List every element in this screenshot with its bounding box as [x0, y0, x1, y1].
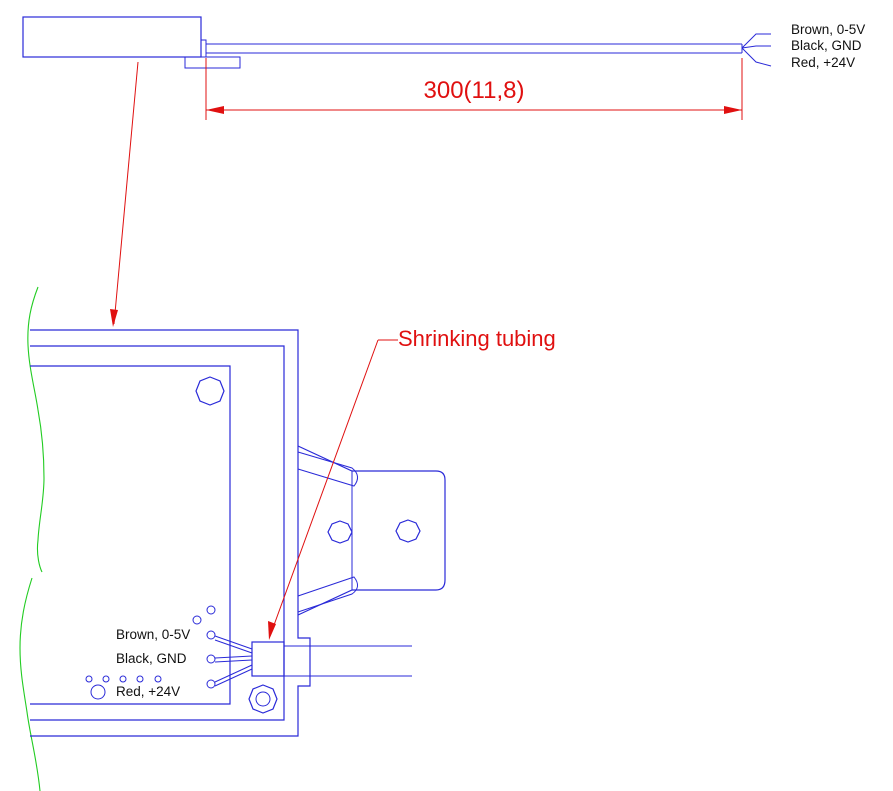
wire-red: [214, 668, 253, 687]
dimension-arrow-right: [724, 106, 742, 114]
leader-line: [113, 61, 139, 325]
bracket-arm-lower: [297, 576, 358, 613]
callout-leader: [269, 339, 379, 637]
wire-label-top: Brown, 0-5V: [791, 22, 865, 37]
housing-frame: [30, 329, 311, 737]
mounting-bracket: [297, 445, 446, 616]
terminal-black: [206, 654, 216, 664]
housing-wall-inner: [30, 345, 285, 721]
sensor-location-leader: [110, 61, 139, 327]
pcb-pad: [102, 675, 110, 683]
wire-red: [214, 664, 253, 683]
wire-label-top: Black, GND: [791, 38, 862, 53]
shrinking-tubing-callout: Shrinking tubing: [268, 326, 556, 640]
bracket-bolt-right: [395, 519, 421, 543]
wire-label-bottom: Black, GND: [116, 651, 187, 666]
wire-black: [214, 655, 253, 659]
break-lines: [19, 286, 45, 791]
sensor-cable-gland: [200, 39, 207, 58]
pcb-pad: [192, 615, 202, 625]
wire-brown: [214, 635, 253, 650]
wire-fanout-top: [741, 33, 772, 67]
sensor-mounting-tab: [184, 56, 241, 69]
housing-cavity: [30, 365, 231, 705]
cable-assembly: [85, 605, 412, 714]
wire-black: [214, 659, 253, 663]
housing-outer-outline: [30, 329, 311, 737]
terminal-brown: [206, 630, 216, 640]
wire-label-bottom: Brown, 0-5V: [116, 627, 190, 642]
pcb-pad: [119, 675, 127, 683]
callout-label: Shrinking tubing: [398, 326, 556, 351]
dimension-arrow-left: [206, 106, 224, 114]
pcb-pad: [85, 675, 93, 683]
pcb-pad: [136, 675, 144, 683]
bracket-outline: [297, 445, 446, 616]
terminal-red: [206, 679, 216, 689]
wire-labels-bottom: Brown, 0-5V Black, GND Red, +24V: [116, 627, 190, 699]
wire-label-bottom: Red, +24V: [116, 684, 180, 699]
bracket-arm-upper: [297, 451, 358, 487]
pcb-pad-large: [90, 684, 106, 700]
pcb-pad: [154, 675, 162, 683]
wire-label-top: Red, +24V: [791, 55, 855, 70]
callout-arrow: [268, 621, 276, 640]
shrinking-tubing: [251, 641, 285, 677]
hex-nut-bottom-hole: [255, 691, 271, 707]
cable-length-dimension: 300(11,8): [205, 58, 743, 120]
hex-nut-top: [195, 376, 225, 406]
wire-brown: [214, 639, 253, 654]
sensor-top-view: [22, 16, 772, 69]
sensor-body: [22, 16, 202, 58]
leader-arrow: [110, 309, 118, 327]
bracket-bolt-left: [327, 520, 353, 544]
wire-labels-top: Brown, 0-5V Black, GND Red, +24V: [791, 22, 865, 70]
dimension-label: 300(11,8): [424, 77, 525, 104]
hex-nut-bottom: [248, 684, 278, 714]
pcb-pad: [206, 605, 216, 615]
